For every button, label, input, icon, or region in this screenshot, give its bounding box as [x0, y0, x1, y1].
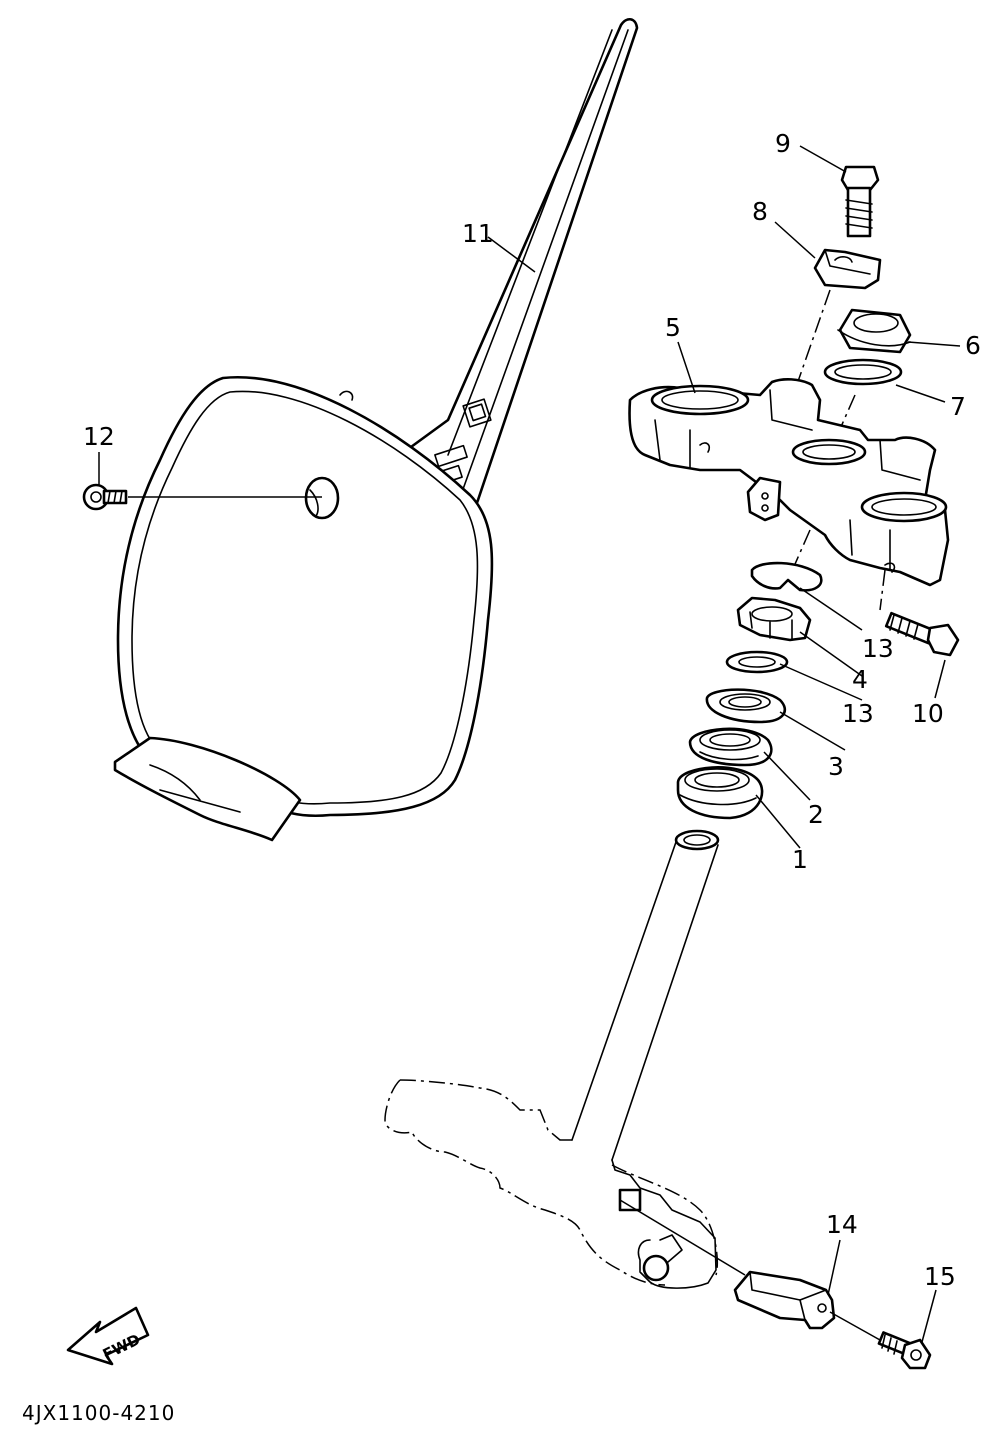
- callout-12: 12: [83, 422, 115, 451]
- fwd-arrow-icon: FWD: [66, 1306, 150, 1366]
- callout-13-upper: 13: [862, 634, 894, 663]
- nut-6: [837, 308, 912, 354]
- bearing-2: [688, 727, 773, 767]
- callout-14: 14: [826, 1210, 858, 1239]
- ring-13-upper: [750, 561, 823, 592]
- diagram-code: 4JX1100-4210: [22, 1401, 175, 1425]
- callout-1: 1: [792, 845, 808, 874]
- screw-12: [82, 483, 322, 511]
- steering-stem: [559, 829, 746, 1289]
- bearing-race-1: [676, 766, 764, 820]
- upper-bracket: [628, 378, 950, 587]
- seal-3: [705, 688, 786, 724]
- bolt-15: [877, 1331, 932, 1370]
- bolt-9: [840, 165, 880, 238]
- callout-10: 10: [912, 699, 944, 728]
- callout-15: 15: [924, 1262, 956, 1291]
- callout-7: 7: [950, 392, 966, 421]
- leader-lines: [98, 145, 961, 1343]
- callout-6: 6: [965, 331, 981, 360]
- clamp-8: [813, 248, 882, 290]
- washer-13-lower: [725, 650, 789, 674]
- number-plate: [113, 18, 639, 842]
- callout-5: 5: [665, 313, 681, 342]
- bolt-10: [884, 611, 960, 657]
- washer-7: [823, 358, 903, 386]
- callout-4: 4: [852, 665, 868, 694]
- callout-11: 11: [462, 219, 494, 248]
- callout-13-lower: 13: [842, 699, 874, 728]
- clamp-14: [733, 1270, 836, 1330]
- callout-2: 2: [808, 800, 824, 829]
- callout-3: 3: [828, 752, 844, 781]
- callout-8: 8: [752, 197, 768, 226]
- callout-9: 9: [775, 129, 791, 158]
- nut-4: [736, 596, 812, 642]
